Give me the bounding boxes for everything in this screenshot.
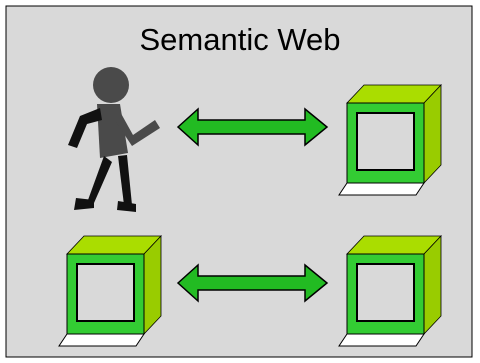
- computer-icon: [338, 83, 442, 196]
- diagram-title: Semantic Web: [139, 22, 341, 57]
- computer-icon: [338, 234, 442, 347]
- double-arrow-icon: [176, 107, 329, 147]
- computer-icon: [58, 234, 162, 347]
- person-icon: [68, 67, 160, 212]
- double-arrow-icon: [176, 263, 329, 303]
